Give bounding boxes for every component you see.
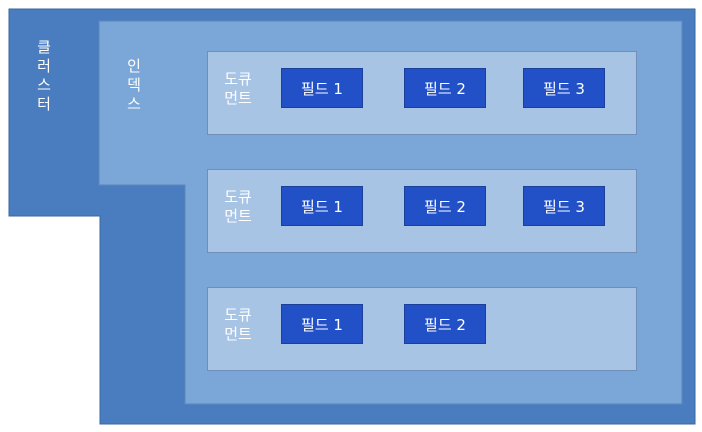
document-box: 도큐 먼트 필드 1 필드 2 — [207, 287, 637, 371]
index-label: 인 덱 스 — [127, 57, 141, 113]
field-box: 필드 2 — [404, 304, 486, 344]
document-label: 도큐 먼트 — [224, 70, 252, 107]
field-box: 필드 1 — [281, 186, 363, 226]
document-box: 도큐 먼트 필드 1 필드 2 필드 3 — [207, 51, 637, 135]
field-box: 필드 2 — [404, 186, 486, 226]
field-box: 필드 3 — [523, 186, 605, 226]
cluster-label: 클 러 스 터 — [37, 38, 51, 113]
field-box: 필드 1 — [281, 304, 363, 344]
document-box: 도큐 먼트 필드 1 필드 2 필드 3 — [207, 169, 637, 253]
field-box: 필드 1 — [281, 68, 363, 108]
document-label: 도큐 먼트 — [224, 188, 252, 225]
document-label: 도큐 먼트 — [224, 306, 252, 343]
field-box: 필드 3 — [523, 68, 605, 108]
field-box: 필드 2 — [404, 68, 486, 108]
